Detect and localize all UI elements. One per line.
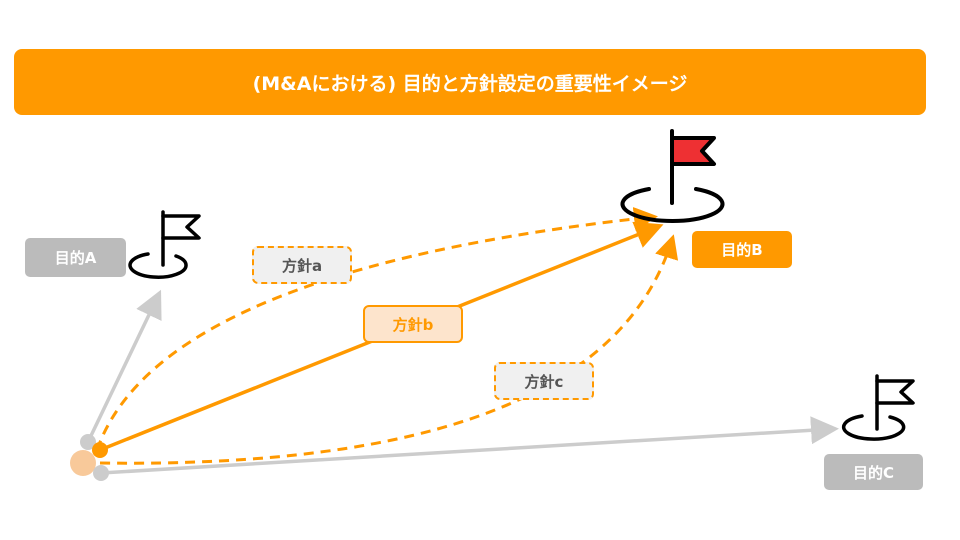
policy-c-path xyxy=(99,234,679,465)
goal-a-label: 目的A xyxy=(25,238,126,277)
origin-point xyxy=(70,450,96,476)
policy-a-path xyxy=(95,207,658,451)
path-to-goal-c xyxy=(100,416,839,475)
policy-c-label: 方針c xyxy=(494,362,594,400)
flag-c-icon xyxy=(841,374,915,441)
slide-title: (M&Aにおける) 目的と方針設定の重要性イメージ xyxy=(14,49,926,115)
origin-dot-b xyxy=(92,442,108,458)
flag-b-icon xyxy=(620,129,725,224)
goal-b-label: 目的B xyxy=(692,231,792,268)
origin-dot-a xyxy=(80,434,96,450)
flag-a-icon xyxy=(128,210,201,279)
policy-a-label: 方針a xyxy=(252,246,352,284)
origin-dot-c xyxy=(93,465,109,481)
goal-c-label: 目的C xyxy=(824,454,923,490)
path-to-goal-a xyxy=(86,289,162,443)
policy-b-label: 方針b xyxy=(363,305,463,343)
